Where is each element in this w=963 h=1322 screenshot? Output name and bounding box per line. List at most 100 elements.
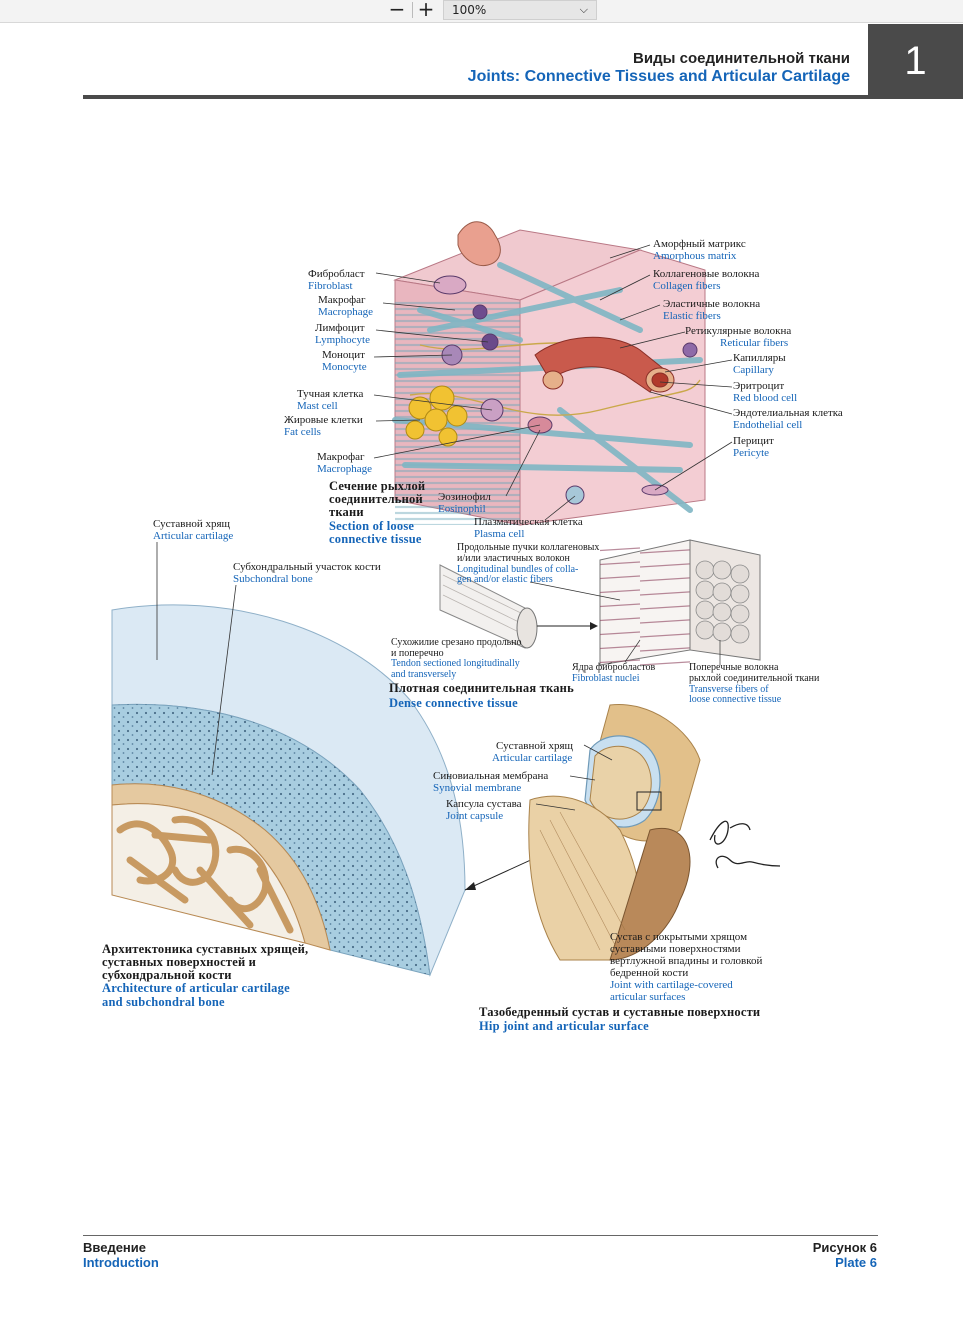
chapter-number-badge: 1 <box>868 24 963 99</box>
hip-synovial-membrane-ru: Синовиальная мембрана <box>433 770 549 782</box>
hip-joint-capsule-ru: Капсула сустава <box>446 798 522 810</box>
label-pericyte-en: Pericyte <box>733 447 770 459</box>
dense-caption-ru: Плотная соединительная ткань <box>389 681 574 695</box>
footer-section-en: Introduction <box>83 1255 159 1270</box>
label-fat-cells-en: Fat cells <box>284 426 321 438</box>
label-monocyte-ru: Моноцит <box>322 349 365 361</box>
label-amorphous-matrix-ru: Аморфный матрикс <box>653 238 746 250</box>
page-title-en: Joints: Connective Tissues and Articular… <box>467 68 850 85</box>
label-amorphous-matrix-en: Amorphous matrix <box>653 250 737 262</box>
dense-caption-en: Dense connective tissue <box>389 696 518 710</box>
nuclei-ru: Ядра фибробластов <box>572 662 656 673</box>
loose-caption-en-1: Section of loose <box>329 519 415 533</box>
cartilage-caption-ru-3: субхондральной кости <box>102 968 232 982</box>
label-capillary-en: Capillary <box>733 364 774 376</box>
label-fibroblast-ru: Фибробласт <box>308 268 365 280</box>
fat-cells <box>405 385 468 447</box>
label-elastic-fibers-ru: Эластичные волокна <box>663 298 761 310</box>
label-macrophage-en: Macrophage <box>318 306 373 318</box>
label-macrophage-ru: Макрофаг <box>318 294 366 306</box>
label-fibroblast-en: Fibroblast <box>308 280 353 292</box>
bundles-ru-2: и/или эластичных волокон <box>457 553 570 564</box>
page-title-ru: Виды соединительной ткани <box>633 50 850 67</box>
capillary <box>534 336 675 393</box>
pdf-toolbar: − + 100% ⌵ <box>0 0 963 23</box>
label-monocyte-en: Monocyte <box>322 361 367 373</box>
tendon-en-1: Tendon sectioned longitudinally <box>391 658 520 669</box>
label-reticular-fibers-ru: Ретикулярные волокна <box>685 325 792 337</box>
label-fat-cells-ru: Жировые клетки <box>284 414 363 426</box>
loose-caption-ru-1: Сечение рыхлой <box>329 479 426 493</box>
hip-note-ru-1: Сустав с покрытыми хрящом <box>610 931 748 943</box>
articular-cartilage-en: Articular cartilage <box>153 530 234 542</box>
bundles-en-1: Longitudinal bundles of colla- <box>457 564 579 575</box>
footer-plate-ru: Рисунок 6 <box>812 1240 877 1255</box>
nuclei-en: Fibroblast nuclei <box>572 673 640 684</box>
cartilage-wedge <box>111 604 637 977</box>
cartilage-caption-ru-2: суставных поверхностей и <box>102 955 257 969</box>
label-mast-cell-en: Mast cell <box>297 400 338 412</box>
cartilage-caption-ru-1: Архитектоника суставных хрящей, <box>102 942 309 956</box>
hip-note-en-2: articular surfaces <box>610 991 686 1003</box>
label-endothelial-cell-ru: Эндотелиальная клетка <box>733 407 843 419</box>
hip-joint <box>528 703 701 961</box>
bundles-ru-1: Продольные пучки коллагеновых <box>457 542 600 553</box>
transverse-ru-2: рыхлой соединительной ткани <box>689 673 820 684</box>
zoom-select[interactable]: 100% ⌵ <box>443 0 597 20</box>
hip-caption-ru: Тазобедренный сустав и суставные поверхн… <box>479 1005 761 1019</box>
tendon-illustration <box>439 564 598 649</box>
loose-tissue-leaders <box>373 244 733 521</box>
footer-rule <box>83 1235 878 1236</box>
label-macrophage2-en: Macrophage <box>317 463 372 475</box>
cartilage-caption-en-2: and subchondral bone <box>102 995 225 1009</box>
label-pericyte-ru: Перицит <box>733 435 774 447</box>
loose-caption-en-2: connective tissue <box>329 532 422 546</box>
label-endothelial-cell-en: Endothelial cell <box>733 419 803 431</box>
hip-synovial-membrane-en: Synovial membrane <box>433 782 522 794</box>
chevron-down-icon: ⌵ <box>579 3 588 16</box>
label-collagen-fibers-ru: Коллагеновые волокна <box>653 268 760 280</box>
macrophage-top <box>457 221 501 267</box>
label-elastic-fibers-en: Elastic fibers <box>663 310 721 322</box>
transverse-en-2: loose connective tissue <box>689 694 782 705</box>
zoom-out-button[interactable]: − <box>388 0 406 21</box>
footer-plate-en: Plate 6 <box>835 1255 877 1270</box>
toolbar-divider <box>412 2 413 18</box>
cartilage-leaders <box>156 542 237 776</box>
tendon-en-2: and transversely <box>391 669 457 680</box>
hip-note-ru-3: вертлужной впадины и головкой <box>610 955 763 967</box>
artist-signature <box>709 820 781 869</box>
label-red-blood-cell-en: Red blood cell <box>733 392 798 404</box>
label-reticular-fibers-en: Reticular fibers <box>720 337 789 349</box>
tendon-ru-2: и поперечно <box>391 648 444 659</box>
zoom-value: 100% <box>452 3 487 17</box>
loose-tissue-block <box>392 221 706 526</box>
hip-note-ru-4: бедренной кости <box>610 967 689 979</box>
loose-caption-ru-2: соединительной <box>329 492 423 506</box>
label-eosinophil-en: Eosinophil <box>438 503 486 515</box>
header-rule <box>83 95 868 99</box>
label-plasma-cell-ru: Плазматическая клетка <box>474 516 583 528</box>
label-plasma-cell-en: Plasma cell <box>474 528 525 540</box>
dense-tissue-magnified <box>529 539 761 666</box>
trabecular-bone <box>116 815 294 934</box>
tendon-ru-1: Сухожилие срезано продольно <box>391 637 522 648</box>
transverse-en-1: Transverse fibers of <box>689 684 769 695</box>
subchondral-bone-en: Subchondral bone <box>233 573 313 585</box>
loose-caption-ru-3: ткани <box>329 505 364 519</box>
zoom-in-button[interactable]: + <box>417 0 435 21</box>
label-eosinophil-ru: Эозинофил <box>438 491 491 503</box>
label-collagen-fibers-en: Collagen fibers <box>653 280 721 292</box>
label-lymphocyte-en: Lymphocyte <box>315 334 370 346</box>
subchondral-bone-ru: Субхондральный участок кости <box>233 561 381 573</box>
label-red-blood-cell-ru: Эритроцит <box>733 380 785 392</box>
label-mast-cell-ru: Тучная клетка <box>297 388 364 400</box>
bundles-en-2: gen and/or elastic fibers <box>457 574 553 585</box>
label-macrophage2-ru: Макрофаг <box>317 451 365 463</box>
hip-note-en-1: Joint with cartilage-covered <box>610 979 733 991</box>
transverse-ru-1: Поперечные волокна <box>689 662 779 673</box>
hip-leaders <box>535 744 613 811</box>
hip-caption-en: Hip joint and articular surface <box>479 1019 649 1033</box>
articular-cartilage-ru: Суставной хрящ <box>153 518 231 530</box>
